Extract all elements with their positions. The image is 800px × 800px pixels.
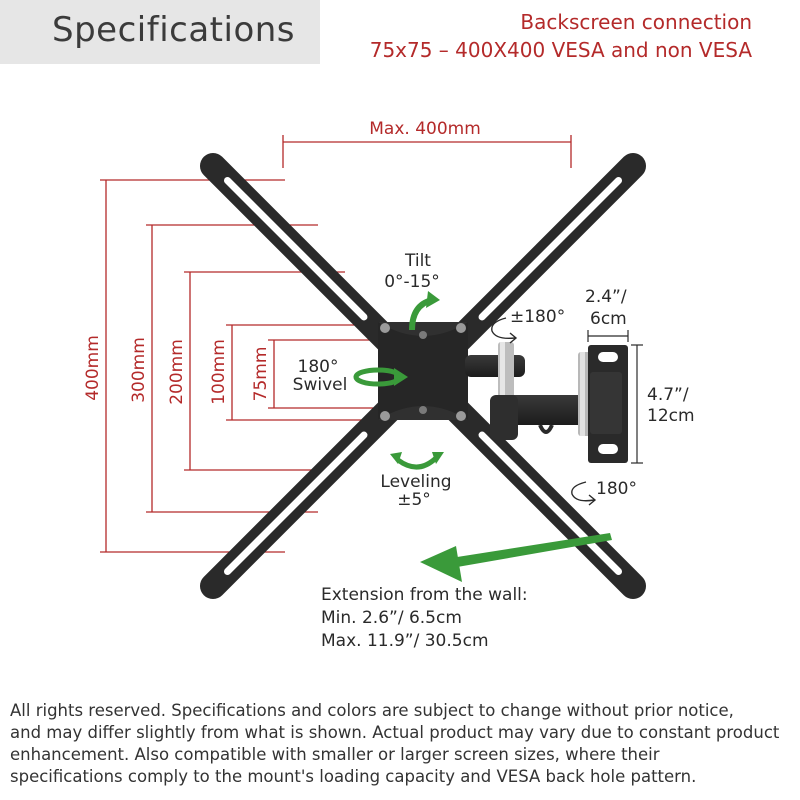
header-box: Specifications bbox=[0, 0, 320, 64]
extension-min: Min. 2.6”/ 6.5cm bbox=[321, 608, 462, 628]
plate-rotation-label: 180° bbox=[596, 479, 637, 499]
vesa-bracket bbox=[199, 152, 647, 600]
swivel-arrow bbox=[353, 367, 408, 387]
swivel-angle-label: 180° bbox=[298, 357, 339, 377]
mount-diagram: Max. 400mm 400mm 300mm 200mm 100mm 75mm bbox=[83, 119, 695, 651]
footer-line-1: All rights reserved. Specifications and … bbox=[10, 701, 734, 720]
height-75-label: 75mm bbox=[251, 347, 271, 402]
wall-plate bbox=[588, 345, 628, 463]
plate-width-label-2: 6cm bbox=[590, 309, 627, 329]
connection-line-1: Backscreen connection bbox=[520, 10, 752, 34]
tilt-arrow bbox=[409, 291, 440, 331]
height-100-label: 100mm bbox=[209, 339, 229, 405]
tilt-range-label: 0°-15° bbox=[384, 272, 440, 292]
leveling-arrow bbox=[390, 452, 444, 470]
connection-info: Backscreen connection 75x75 – 400X400 VE… bbox=[352, 8, 752, 64]
max-width-dimension: Max. 400mm bbox=[282, 119, 572, 168]
plate-dimensions bbox=[587, 330, 643, 464]
height-400-label: 400mm bbox=[83, 335, 103, 401]
max-width-label: Max. 400mm bbox=[369, 119, 481, 139]
extension-max: Max. 11.9”/ 30.5cm bbox=[321, 631, 489, 651]
height-200-label: 200mm bbox=[167, 339, 187, 405]
swivel-label: Swivel bbox=[293, 375, 348, 395]
leveling-label: Leveling bbox=[380, 472, 451, 492]
footer-line-2: and may differ slightly from what is sho… bbox=[10, 723, 780, 742]
arm-rotation-label: ±180° bbox=[510, 307, 565, 327]
extension-title: Extension from the wall: bbox=[321, 585, 528, 605]
footer-line-3: enhancement. Also compatible with smalle… bbox=[10, 745, 660, 764]
footer-line-4: specifications comply to the mount's loa… bbox=[10, 767, 697, 786]
extension-arrow bbox=[420, 533, 612, 582]
plate-height-label-1: 4.7”/ bbox=[647, 385, 689, 405]
leveling-range-label: ±5° bbox=[397, 490, 431, 510]
footer-disclaimer: All rights reserved. Specifications and … bbox=[10, 700, 792, 788]
height-300-label: 300mm bbox=[129, 337, 149, 403]
plate-rotation-arrow bbox=[571, 481, 597, 506]
connection-line-2: 75x75 – 400X400 VESA and non VESA bbox=[369, 38, 752, 62]
arm-rotation-arrow bbox=[491, 317, 518, 344]
tilt-label: Tilt bbox=[404, 251, 431, 271]
plate-width-label-1: 2.4”/ bbox=[585, 287, 627, 307]
plate-height-label-2: 12cm bbox=[647, 406, 695, 426]
page-title: Specifications bbox=[52, 10, 296, 50]
